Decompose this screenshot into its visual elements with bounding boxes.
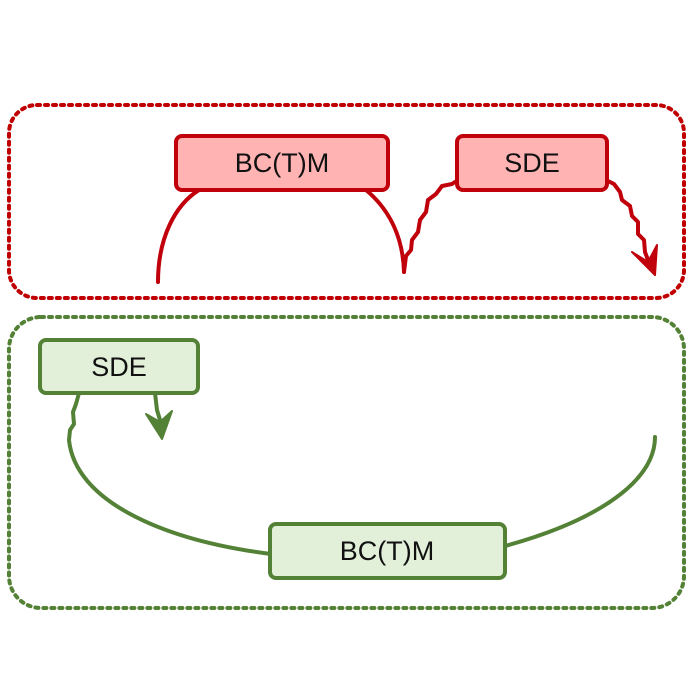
- top-bctm-node: BC(T)M: [174, 134, 390, 192]
- bottom-left-arc: [67, 438, 273, 556]
- top-panel-border: [7, 103, 686, 300]
- bottom-sde-arrow-stem: [153, 391, 162, 422]
- bottom-arrowhead: [145, 410, 173, 440]
- bottom-sde-label: SDE: [91, 352, 147, 382]
- bottom-bctm-node: BC(T)M: [268, 522, 507, 580]
- bottom-panel-border: [7, 315, 686, 610]
- top-sde-right-squiggle: [604, 178, 650, 262]
- bottom-panel: SDE BC(T)M: [7, 315, 686, 610]
- bottom-sde-squiggle: [67, 391, 81, 442]
- bottom-right-arc: [503, 435, 657, 548]
- top-sde-label: SDE: [504, 148, 560, 178]
- top-bctm-box: [174, 134, 390, 192]
- top-arrowhead: [631, 244, 658, 276]
- bottom-bctm-box: [268, 522, 507, 580]
- top-bctm-label: BC(T)M: [235, 148, 329, 178]
- bottom-sde-box: [38, 338, 200, 395]
- top-panel: BC(T)M SDE: [7, 103, 686, 300]
- bottom-bctm-label: BC(T)M: [340, 536, 434, 566]
- top-sde-left-squiggle: [402, 178, 460, 274]
- top-bctm-arc: [156, 188, 406, 284]
- bottom-sde-node: SDE: [38, 338, 200, 395]
- top-sde-node: SDE: [455, 134, 609, 192]
- top-sde-box: [455, 134, 609, 192]
